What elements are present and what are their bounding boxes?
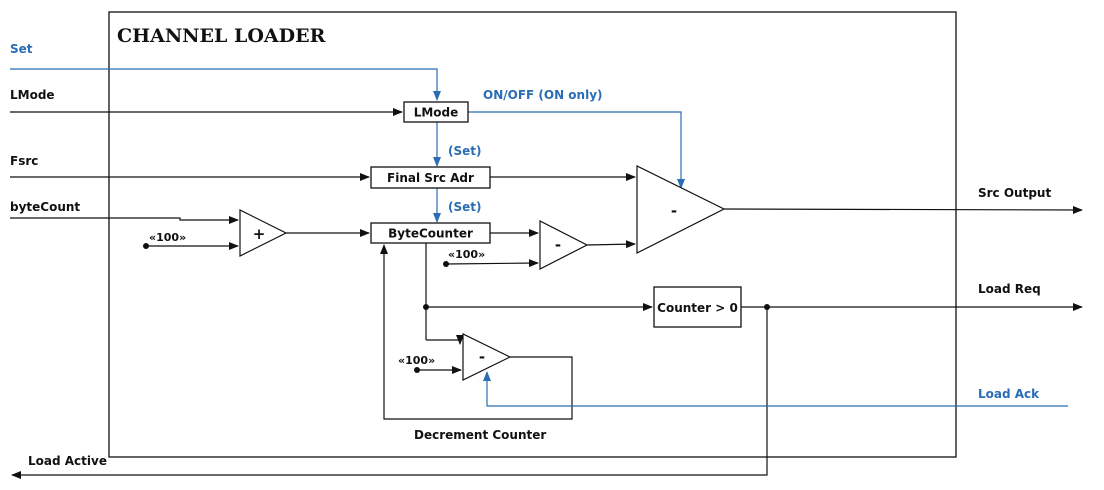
decrement-triangle [462, 333, 512, 381]
set-wire [10, 68, 441, 101]
constant-wire-2 [445, 259, 539, 268]
load-ack-label: Load Ack [978, 387, 1040, 401]
final-src-adr-label: Final Src Adr [387, 171, 474, 185]
decrement-symbol: - [479, 348, 485, 366]
fsrc-input-label: Fsrc [10, 154, 38, 168]
load-req-label: Load Req [978, 282, 1041, 296]
diagram-title: CHANNEL LOADER [117, 25, 326, 47]
channel-loader-frame [108, 11, 957, 458]
bytecount-input-label: byteCount [10, 200, 80, 214]
bytecount-wire [10, 216, 239, 224]
src-output-wire [723, 205, 1083, 214]
lmode-block-label: LMode [414, 106, 459, 120]
load-ack-wire [483, 371, 1068, 407]
small-subtractor-triangle [539, 220, 589, 270]
load-active-label: Load Active [28, 454, 107, 468]
decrement-feedback-wire [380, 244, 573, 420]
adder-triangle [239, 209, 288, 257]
load-active-wire [11, 307, 768, 479]
on-off-wire [468, 111, 685, 189]
big-subtractor-symbol: - [671, 202, 677, 220]
small-sub-to-big-sub-wire [586, 240, 636, 249]
set-input-label: Set [10, 42, 33, 56]
counter-gt-zero-label: Counter > 0 [657, 301, 738, 315]
bytecounter-label: ByteCounter [388, 227, 473, 241]
decrement-counter-label: Decrement Counter [414, 428, 546, 442]
big-subtractor-triangle [636, 165, 726, 254]
src-output-label: Src Output [978, 186, 1051, 200]
lmode-block [403, 101, 469, 123]
constant-label-2: «100» [448, 248, 485, 261]
set-label-1: (Set) [448, 144, 482, 158]
small-subtractor-symbol: - [555, 236, 561, 254]
constant-label-3: «100» [398, 354, 435, 367]
constant-label-1: «100» [149, 231, 186, 244]
bytecounter-to-decrement-wire [426, 335, 464, 345]
adder-symbol: + [253, 225, 266, 243]
on-off-label: ON/OFF (ON only) [483, 88, 603, 102]
lmode-input-label: LMode [10, 88, 55, 102]
set-label-2: (Set) [448, 200, 482, 214]
